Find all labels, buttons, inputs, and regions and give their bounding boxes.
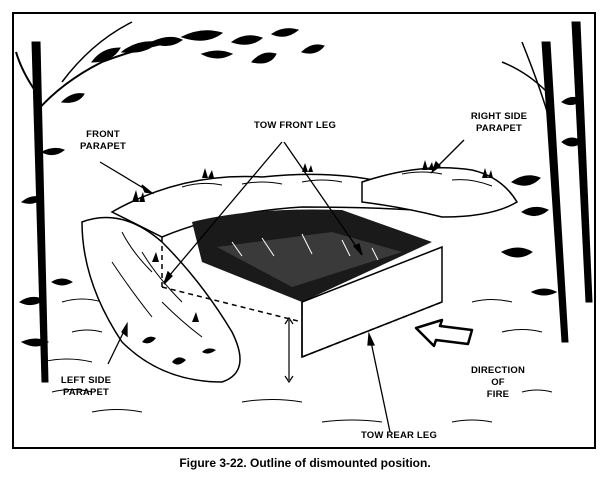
parapets: [81, 166, 519, 383]
leader-lines: [99, 139, 465, 433]
dismounted-position-illustration: [15, 21, 593, 433]
left-tree: [15, 21, 325, 383]
label-tow-front-leg: TOW FRONT LEG: [253, 120, 337, 131]
figure-caption: Figure 3-22. Outline of dismounted posit…: [179, 456, 431, 470]
right-side-parapet-mound: [361, 166, 519, 218]
figure-frame: FRONT PARAPET TOW FRONT LEG RIGHT SIDE P…: [12, 12, 596, 449]
label-direction-of-fire: DIRECTION OF FIRE: [470, 365, 526, 400]
label-tow-rear-leg: TOW REAR LEG: [360, 430, 438, 441]
label-right-side-parapet: RIGHT SIDE PARAPET: [470, 111, 528, 134]
direction-of-fire-arrow: [414, 318, 474, 348]
label-front-parapet: FRONT PARAPET: [79, 129, 127, 152]
position-outline: [161, 237, 443, 384]
left-side-parapet-mound: [81, 216, 241, 383]
grass-tufts: [132, 160, 493, 365]
right-trees: [500, 21, 593, 343]
label-left-side-parapet: LEFT SIDE PARAPET: [60, 375, 112, 398]
